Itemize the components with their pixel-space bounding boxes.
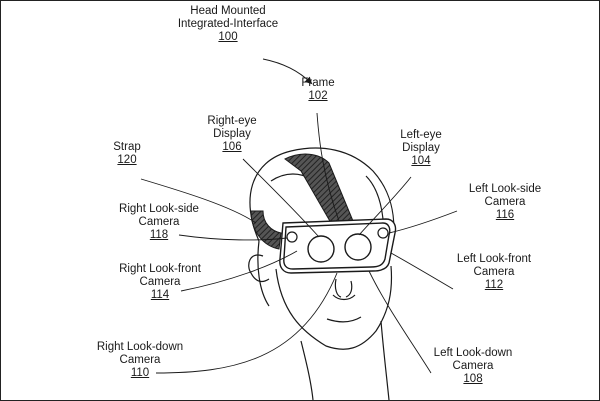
neck-left — [300, 340, 314, 400]
leader-lines — [140, 58, 458, 374]
label-line-1: Head Mounted — [190, 5, 266, 17]
label-line-1: Frame — [301, 77, 335, 89]
label-line-2: Camera — [452, 360, 494, 372]
leader-hmi-arrow — [262, 58, 313, 85]
reference-number: 114 — [150, 289, 170, 301]
frame — [279, 218, 397, 274]
head-outline — [248, 147, 395, 400]
leader-strap — [140, 178, 257, 224]
label-line-2: Camera — [473, 266, 515, 278]
label-line-2: Camera — [484, 196, 526, 208]
reference-number: 100 — [218, 31, 238, 43]
label-line-2: Integrated-Interface — [177, 18, 279, 30]
ear-right — [248, 254, 270, 283]
face-right-side — [275, 265, 393, 350]
leader-left-look-front — [390, 252, 454, 290]
head-back — [257, 240, 270, 307]
leader-right-eye-display — [242, 158, 320, 238]
mouth — [326, 316, 362, 323]
leader-right-look-down — [155, 272, 338, 374]
reference-number: 110 — [130, 367, 150, 379]
nose — [334, 278, 353, 298]
left-look-side-camera — [377, 227, 389, 239]
reference-number: 108 — [463, 373, 483, 385]
label-line-2: Camera — [139, 276, 181, 288]
callout-left-look-side-camera: Left Look-side Camera 116 — [457, 183, 553, 222]
reference-number: 112 — [484, 279, 504, 291]
label-line-1: Left Look-side — [468, 183, 542, 195]
reference-number: 118 — [149, 229, 169, 241]
leader-left-look-down — [368, 270, 432, 374]
label-line-1: Right Look-front — [119, 263, 201, 275]
label-line-1: Right Look-down — [96, 341, 184, 353]
label-line-2: Camera — [119, 354, 161, 366]
left-eye-display — [344, 233, 372, 261]
reference-number: 120 — [117, 154, 137, 166]
reference-number: 102 — [308, 90, 328, 102]
leader-right-look-side — [178, 234, 288, 241]
label-line-2: Camera — [138, 216, 180, 228]
callout-strap: Strap 120 — [107, 141, 147, 167]
label-line-1: Right-eye — [207, 115, 257, 127]
strap-side — [250, 210, 282, 250]
head-top — [249, 147, 395, 242]
callout-right-look-side-camera: Right Look-side Camera 118 — [109, 203, 209, 242]
callout-left-look-down-camera: Left Look-down Camera 108 — [421, 347, 525, 386]
hair-line-2 — [365, 175, 384, 220]
label-line-1: Right Look-side — [119, 203, 199, 215]
callout-head-mounted-interface: Head Mounted Integrated-Interface 100 — [173, 5, 283, 44]
callout-right-eye-display: Right-eye Display 106 — [199, 115, 265, 154]
right-eye-display — [307, 235, 335, 263]
leader-left-look-side — [388, 210, 458, 234]
label-line-2: Display — [213, 128, 251, 140]
callout-left-look-front-camera: Left Look-front Camera 112 — [441, 253, 547, 292]
label-line-1: Left Look-front — [456, 253, 532, 265]
label-line-1: Strap — [113, 141, 141, 153]
reference-number: 106 — [222, 141, 242, 153]
right-look-side-camera — [286, 231, 298, 243]
callout-frame: Frame 102 — [293, 77, 343, 103]
callout-right-look-down-camera: Right Look-down Camera 110 — [85, 341, 195, 380]
label-line-1: Left Look-down — [433, 347, 513, 359]
strap-top — [284, 153, 354, 224]
nose-base — [332, 294, 356, 301]
leader-left-eye-display — [358, 176, 412, 236]
leader-frame — [316, 112, 340, 222]
reference-number: 104 — [411, 155, 431, 167]
leader-right-look-front — [180, 250, 298, 292]
label-line-2: Display — [402, 142, 440, 154]
label-line-1: Left-eye — [400, 129, 442, 141]
reference-number: 116 — [495, 209, 515, 221]
callout-right-look-front-camera: Right Look-front Camera 114 — [105, 263, 215, 302]
callout-left-eye-display: Left-eye Display 104 — [391, 129, 451, 168]
neck-right — [380, 320, 390, 400]
